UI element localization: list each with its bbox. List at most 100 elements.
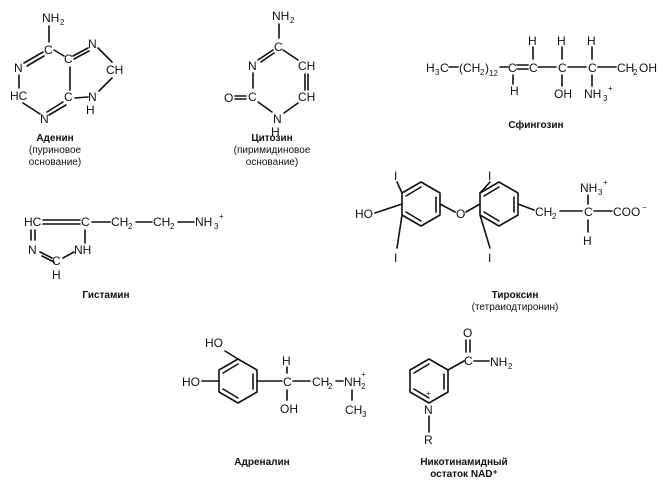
hist-nh3: NH	[195, 215, 212, 229]
svg-text:2: 2	[128, 222, 133, 231]
nicotinamide-caption: Никотинамидный остаток NAD⁺	[420, 457, 508, 480]
hist-nh: NH	[74, 243, 91, 257]
thy-ho: HO	[355, 207, 373, 221]
adenine-c4: C	[64, 90, 73, 104]
svg-text:C: C	[440, 61, 449, 75]
adr-ch3: CH	[345, 403, 362, 417]
adr-ho2: HO	[182, 375, 200, 389]
svg-text:+: +	[608, 84, 613, 93]
cytosine-c4: C	[274, 40, 283, 54]
svg-text:+: +	[361, 370, 366, 379]
adenine-n9: N	[88, 90, 97, 104]
adenine-c8: CH	[106, 63, 123, 77]
cytosine-c5: CH	[298, 59, 315, 73]
adenine-h9: H	[86, 103, 95, 117]
adr-ch2: CH	[312, 375, 329, 389]
svg-text:2: 2	[361, 382, 366, 391]
nic-r: R	[424, 433, 433, 447]
thyroxine-caption: Тироксин (тетраиодтиронин)	[471, 290, 559, 313]
svg-text:H: H	[52, 268, 61, 282]
thy-i2: I	[394, 251, 397, 265]
svg-text:C: C	[529, 61, 538, 75]
svg-text:12: 12	[489, 69, 498, 78]
cytosine-nh2-label: NH	[272, 9, 289, 23]
adrenaline-caption: Адреналин	[234, 457, 290, 468]
adenine-structure: NH 2 C N HC N C C N CH N H	[10, 11, 123, 126]
svg-text:3: 3	[362, 410, 367, 419]
thy-o: O	[456, 207, 465, 221]
adr-c: C	[283, 375, 292, 389]
adenine-nh2-label: NH	[42, 11, 59, 25]
nic-n: N	[424, 403, 433, 417]
histamine-caption: Гистамин	[82, 290, 130, 301]
svg-text:2: 2	[508, 362, 513, 371]
adenine-n7: N	[88, 37, 97, 51]
svg-text:3: 3	[435, 68, 440, 77]
sph-c3: C	[558, 61, 567, 75]
svg-text:2: 2	[552, 212, 557, 221]
histamine-structure: HC C N C H NH CH 2 CH 2 NH 3 +	[24, 212, 224, 282]
adenine-n3: N	[40, 112, 49, 126]
hist-n: N	[28, 243, 37, 257]
sph-oh: OH	[554, 87, 572, 101]
sph-c2: C	[588, 61, 597, 75]
svg-text:H: H	[510, 84, 519, 98]
svg-text:3: 3	[603, 94, 608, 103]
nicotinamide-structure: N + R C O NH 2	[409, 326, 513, 447]
svg-text:+: +	[426, 389, 431, 398]
adr-ho1: HO	[205, 336, 223, 350]
svg-text:2: 2	[170, 222, 175, 231]
thyroxine-structure: HO I I O I I CH 2 C NH 3 + H COO −	[355, 169, 647, 265]
adenine-caption: Аденин (пуриновое основание)	[28, 133, 82, 168]
svg-text:2: 2	[480, 68, 485, 77]
thy-coo: COO	[613, 205, 640, 219]
sph-h3c: H	[426, 61, 435, 75]
svg-text:3: 3	[598, 188, 603, 197]
svg-text:H: H	[528, 34, 537, 48]
nic-o: O	[463, 326, 472, 340]
adenine-nh2-sub: 2	[60, 18, 65, 27]
thy-i4: I	[488, 251, 491, 265]
cytosine-n3: N	[248, 59, 257, 73]
cytosine-c2: C	[248, 90, 257, 104]
sph-cc: C	[508, 61, 517, 75]
nic-nh2: NH	[490, 355, 507, 369]
svg-text:2: 2	[633, 68, 638, 77]
svg-text:3: 3	[214, 222, 219, 231]
svg-text:−: −	[642, 203, 647, 212]
nic-c: C	[464, 354, 473, 368]
adr-nh2: NH	[344, 375, 361, 389]
sph-nh3: NH	[584, 87, 601, 101]
cytosine-c6: CH	[298, 90, 315, 104]
sphingosine-caption: Сфингозин	[508, 120, 564, 131]
adenine-n1: N	[14, 61, 23, 75]
cytosine-h1: H	[271, 125, 280, 139]
svg-text:H: H	[557, 34, 566, 48]
svg-text:H: H	[583, 234, 592, 248]
adenine-c6: C	[44, 43, 53, 57]
cytosine-structure: NH 2 C N C O N H CH CH	[224, 9, 315, 139]
svg-text:OH: OH	[639, 61, 657, 75]
adr-oh: OH	[280, 402, 298, 416]
thy-ch2: CH	[535, 205, 552, 219]
thy-i1: I	[394, 169, 397, 183]
adrenaline-structure: HO HO C H OH CH 2 NH 2 + CH 3	[182, 336, 367, 419]
thy-i3: I	[488, 169, 491, 183]
hist-hc: HC	[24, 215, 42, 229]
svg-text:H: H	[587, 34, 596, 48]
svg-text:2: 2	[328, 382, 333, 391]
thy-nh3: NH	[580, 181, 597, 195]
thy-c: C	[584, 205, 593, 219]
adenine-hc2: HC	[10, 89, 28, 103]
adenine-c5: C	[64, 52, 73, 66]
sph-chain: (CH	[459, 61, 480, 75]
hist-ch2a: CH	[111, 215, 128, 229]
svg-text:+: +	[603, 178, 608, 187]
hist-c: C	[81, 215, 90, 229]
svg-text:H: H	[282, 354, 291, 368]
cytosine-o2: O	[224, 91, 233, 105]
sphingosine-structure: H 3 C (CH 2 ) 12 C C H H C H OH C H NH 3…	[426, 34, 657, 103]
hist-c2: C	[52, 254, 61, 268]
sph-ch2oh: CH	[617, 61, 634, 75]
